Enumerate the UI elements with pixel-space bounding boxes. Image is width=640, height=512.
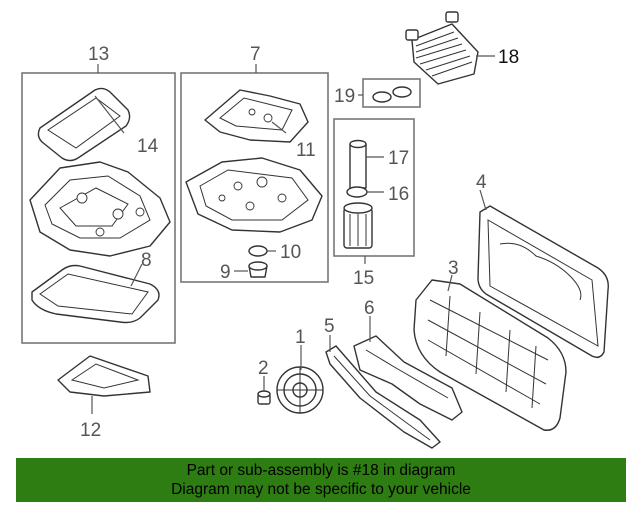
- part-9-drain-plug: [248, 261, 268, 278]
- callout-7: 7: [250, 44, 261, 65]
- callout-12: 12: [80, 420, 101, 441]
- part-16-o-ring: [346, 186, 368, 198]
- part-1-pulley: [276, 366, 324, 414]
- callout-10: 10: [280, 242, 301, 263]
- callout-19: 19: [334, 86, 355, 107]
- group-box-19: [362, 78, 421, 108]
- callout-8: 8: [141, 250, 152, 271]
- banner-line-1: Part or sub-assembly is #18 in diagram: [186, 462, 456, 479]
- part-3-valve-cover: [413, 279, 567, 431]
- part-7-oil-pan: [185, 157, 323, 233]
- part-18-oil-cooler: [405, 11, 479, 85]
- callout-6: 6: [364, 298, 375, 319]
- part-19-seals: [372, 86, 412, 103]
- banner-line-2: Diagram may not be specific to your vehi…: [171, 481, 471, 498]
- part-10-washer: [248, 245, 268, 257]
- callout-5: 5: [324, 316, 335, 337]
- part-11-pan: [204, 89, 309, 143]
- part-4-valve-cover-gasket: [477, 205, 609, 359]
- part-14-gasket: [37, 87, 131, 162]
- part-17-filter-element: [349, 139, 367, 189]
- callout-17: 17: [388, 148, 409, 169]
- group-box-15: [333, 118, 415, 257]
- callout-13: 13: [88, 44, 109, 65]
- part-8-gasket: [31, 264, 160, 324]
- callout-2: 2: [258, 358, 269, 379]
- part-6-timing-cover: [353, 335, 463, 421]
- callout-18: 18: [498, 47, 519, 68]
- parts-diagram: 13 7 14 11 8 10 9 19 18 17 16 15 4 3 6 5…: [21, 11, 609, 449]
- callout-1: 1: [295, 327, 306, 348]
- callout-14: 14: [137, 136, 159, 157]
- part-5-gasket-strip: [325, 345, 441, 449]
- callout-3: 3: [448, 258, 459, 279]
- part-12-baffle: [57, 355, 151, 397]
- info-banner: Part or sub-assembly is #18 in diagram D…: [16, 458, 626, 502]
- callout-11: 11: [296, 140, 316, 161]
- callout-15: 15: [353, 268, 374, 289]
- callout-16: 16: [388, 184, 409, 205]
- callout-4: 4: [476, 172, 487, 193]
- part-13-upper-oil-pan: [29, 161, 171, 257]
- group-box-7: [180, 72, 329, 283]
- part-2-bolt: [257, 390, 271, 405]
- part-15-filter-cap: [343, 202, 373, 249]
- callout-9: 9: [220, 262, 231, 283]
